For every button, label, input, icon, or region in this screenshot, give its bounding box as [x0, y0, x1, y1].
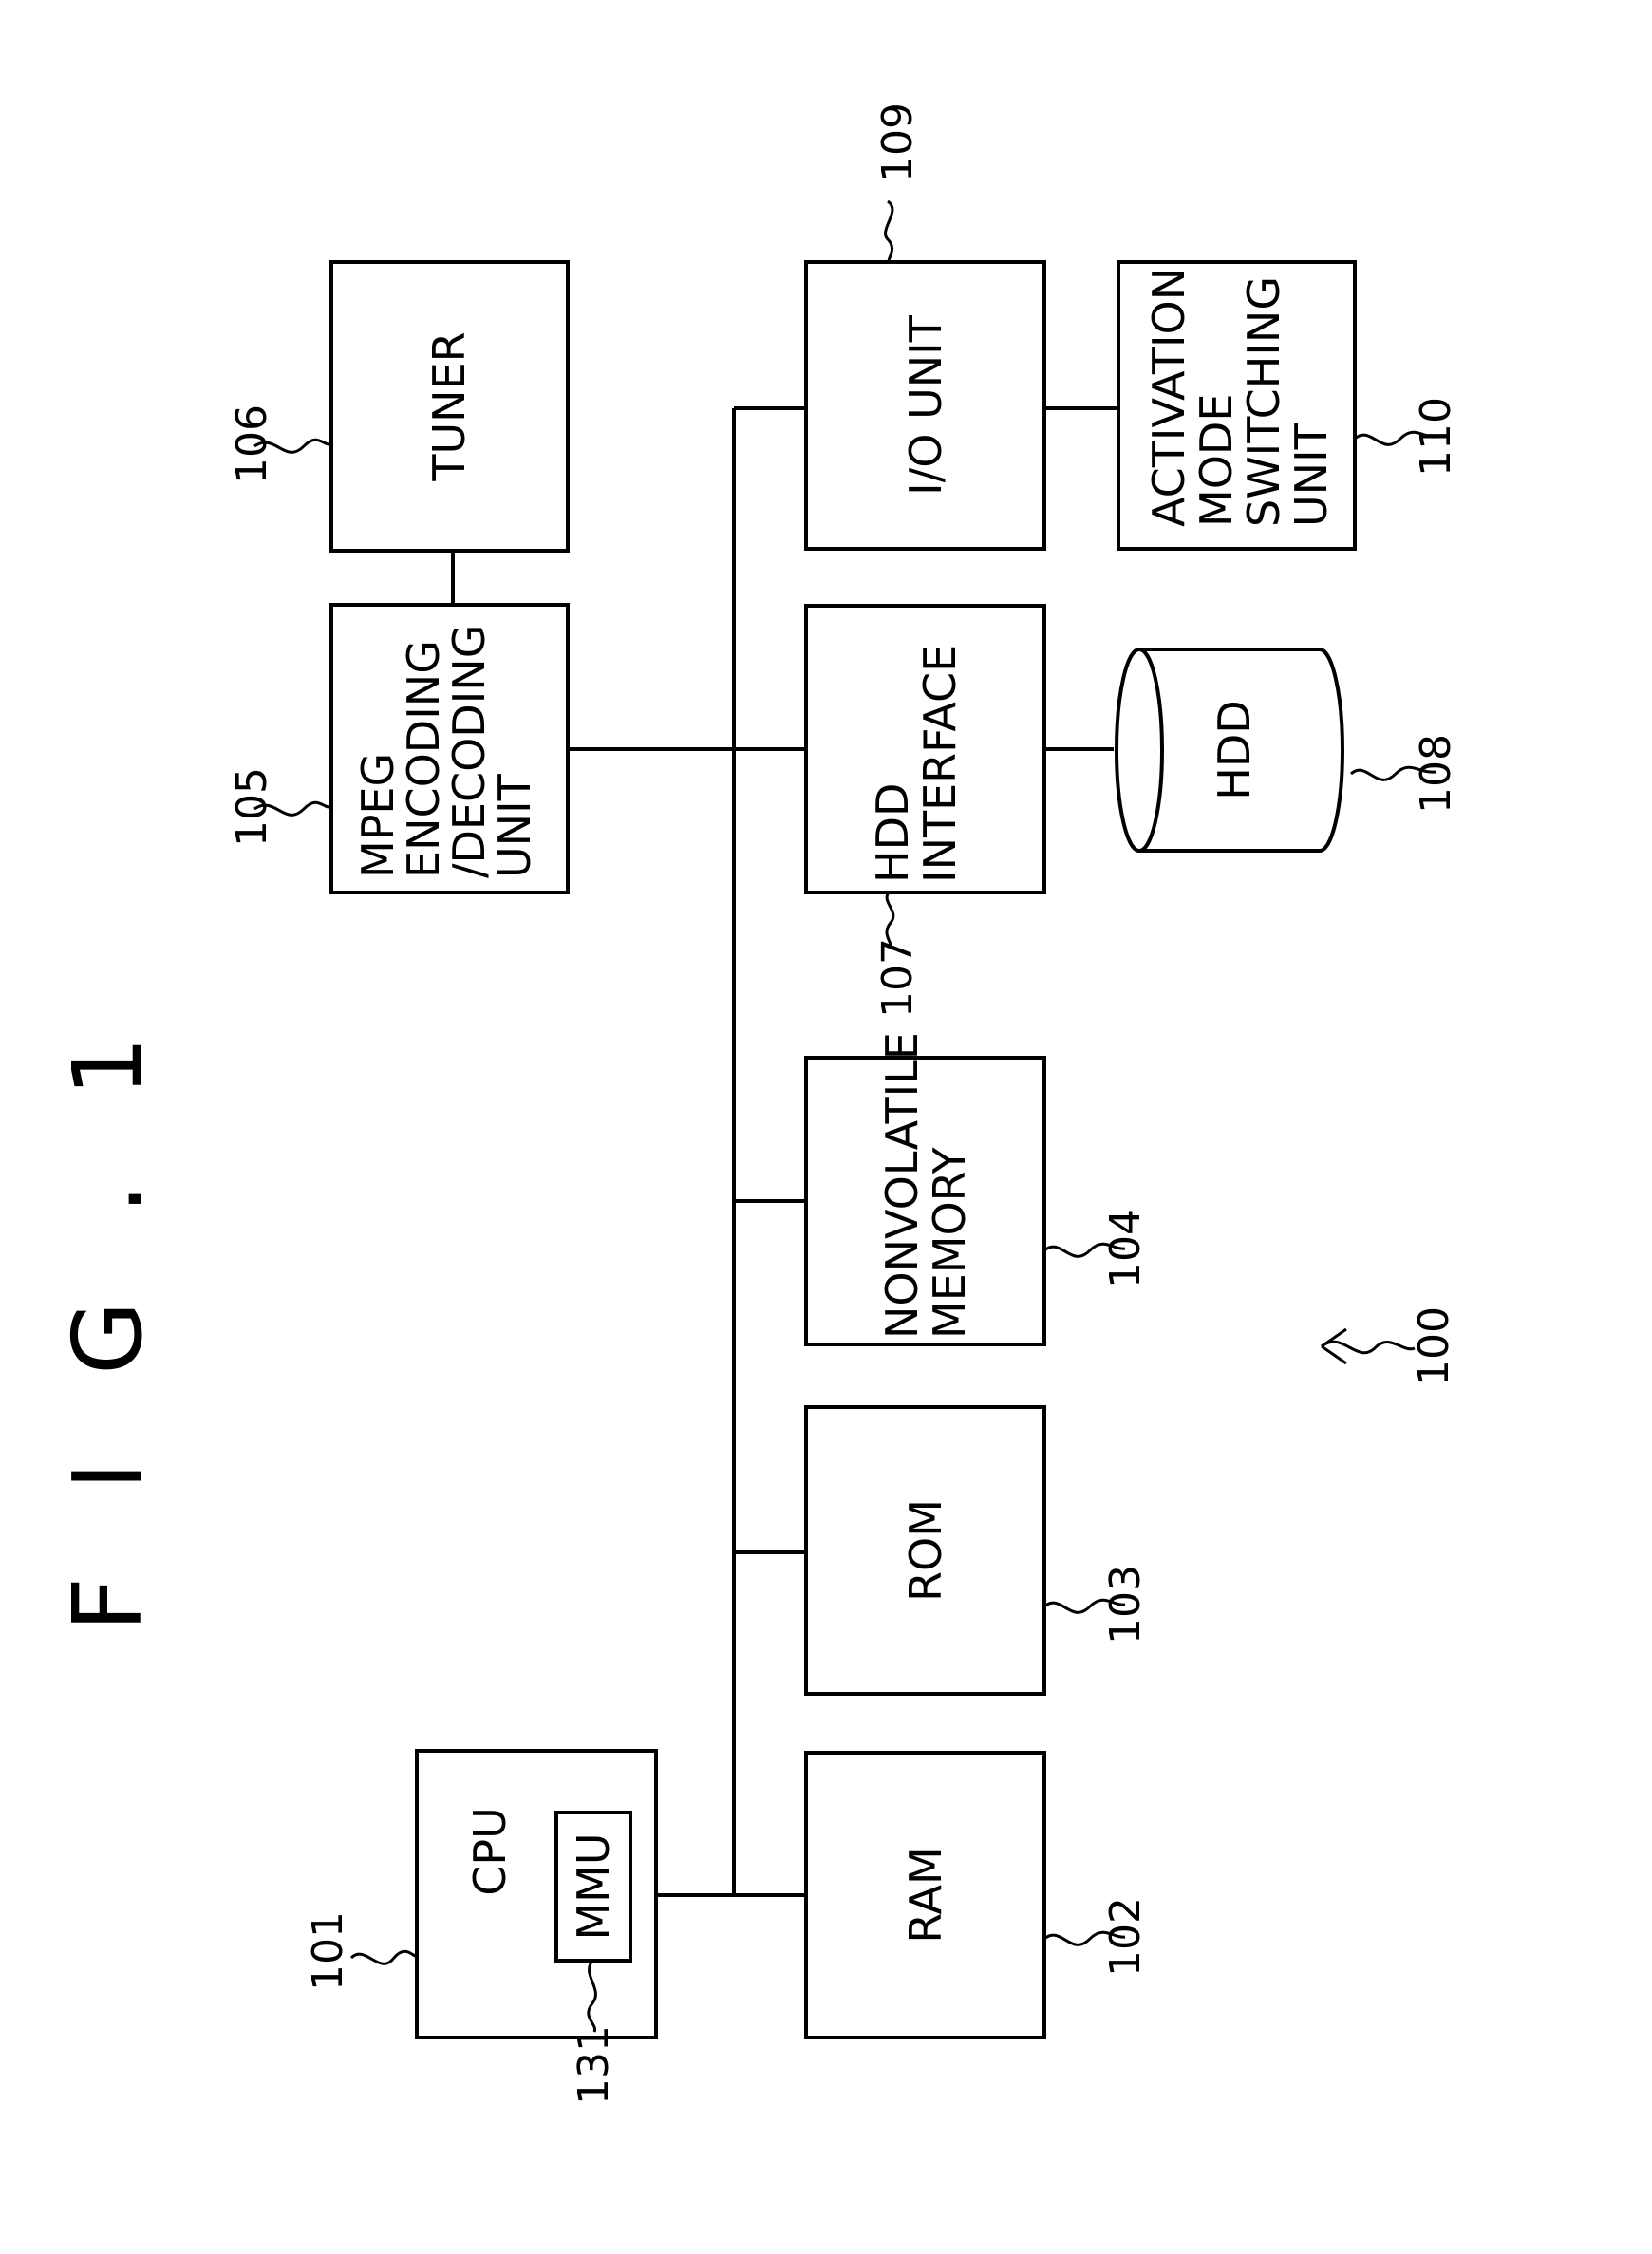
ref-107: 107: [873, 938, 922, 1018]
ref-108: 108: [1412, 734, 1460, 814]
ram-block: RAM: [806, 1753, 1044, 2038]
ref-109: 109: [873, 103, 922, 182]
activation-switch-label-line2: MODE: [1191, 394, 1242, 527]
mpeg-unit-label-line4: UNIT: [489, 773, 540, 878]
hdd-interface-label-line2: INTERFACE: [914, 645, 966, 883]
activation-switch-label-line4: UNIT: [1286, 422, 1337, 527]
cpu-label: CPU: [464, 1807, 516, 1896]
rom-label: ROM: [900, 1499, 951, 1602]
figure-title: F I G . 1: [52, 1007, 163, 1631]
mpeg-unit-label-line1: MPEG: [352, 753, 404, 878]
nonvolatile-memory-block: NONVOLATILE MEMORY: [806, 1032, 1044, 1344]
hdd-label: HDD: [1209, 700, 1260, 799]
system-arrow: [1322, 1342, 1415, 1353]
ref-100: 100: [1410, 1306, 1458, 1386]
ref-110: 110: [1412, 397, 1460, 477]
mmu-label: MMU: [568, 1832, 619, 1940]
io-unit-block: I/O UNIT: [806, 262, 1044, 549]
ref-102: 102: [1101, 1897, 1150, 1977]
mpeg-unit-block: MPEG ENCODING /DECODING UNIT: [331, 605, 568, 892]
mpeg-unit-label-line2: ENCODING: [398, 640, 449, 878]
tuner-label: TUNER: [423, 331, 475, 481]
nonvolatile-memory-label-line1: NONVOLATILE: [876, 1032, 928, 1339]
rom-block: ROM: [806, 1407, 1044, 1694]
activation-switch-block: ACTIVATION MODE SWITCHING UNIT: [1118, 262, 1355, 549]
ram-label: RAM: [900, 1847, 951, 1943]
ref-131: 131: [570, 2025, 618, 2105]
activation-switch-label-line3: SWITCHING: [1238, 276, 1289, 527]
hdd-interface-label-line1: HDD: [867, 783, 918, 883]
ref-104: 104: [1101, 1209, 1150, 1288]
io-unit-label: I/O UNIT: [900, 314, 951, 496]
ref-103: 103: [1101, 1565, 1150, 1644]
hdd-interface-block: HDD INTERFACE: [806, 606, 1044, 892]
activation-switch-label-line1: ACTIVATION: [1143, 268, 1194, 527]
mpeg-unit-label-line3: /DECODING: [443, 625, 495, 878]
ref-101: 101: [304, 1911, 352, 1991]
hdd-cylinder: HDD: [1117, 649, 1342, 851]
cpu-block: CPU MMU: [417, 1751, 656, 2038]
tuner-block: TUNER: [331, 262, 568, 551]
nonvolatile-memory-label-line2: MEMORY: [924, 1146, 975, 1339]
